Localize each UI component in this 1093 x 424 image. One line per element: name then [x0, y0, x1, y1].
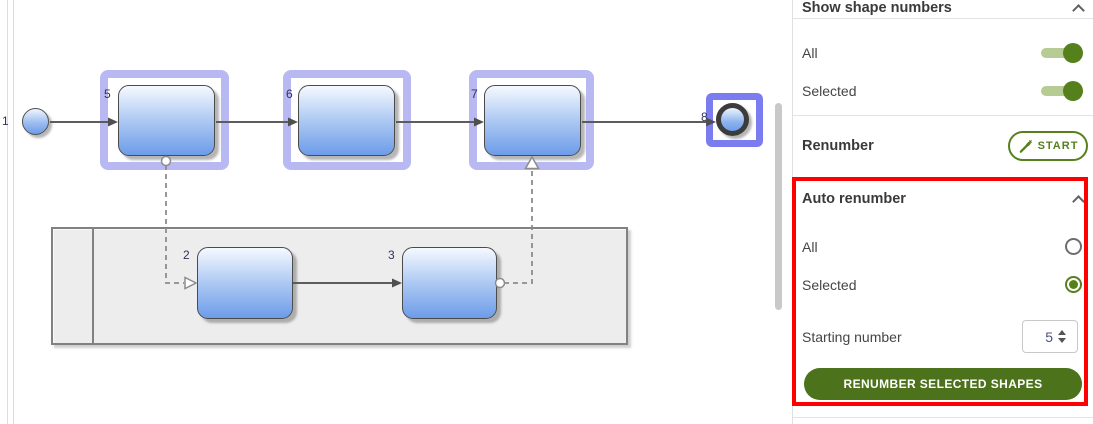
shape-number-label: 1	[2, 114, 9, 128]
vertical-scrollbar[interactable]	[775, 103, 782, 310]
end-event-shape[interactable]	[716, 103, 749, 136]
canvas-page-edge-line	[13, 0, 14, 424]
toggle-all[interactable]	[1041, 43, 1083, 63]
number-stepper[interactable]	[1058, 330, 1066, 343]
starting-number-field	[1022, 320, 1078, 353]
radio-selected[interactable]	[1065, 276, 1082, 293]
shape-number-label: 5	[104, 87, 111, 101]
shape-number-label: 3	[388, 248, 395, 262]
divider	[793, 18, 1093, 19]
section-title-show-shape-numbers: Show shape numbers	[802, 0, 952, 16]
start-button-label: START	[1037, 140, 1079, 152]
connector-7-to-end[interactable]	[582, 117, 716, 127]
diagram-canvas[interactable]: 1 5 6 7 8 2 3	[0, 0, 792, 424]
shape-number-label: 7	[471, 87, 478, 101]
renumber-label: Renumber	[802, 138, 874, 154]
starting-number-label: Starting number	[802, 329, 902, 345]
radio-selected-label: Selected	[802, 277, 857, 293]
toggle-all-label: All	[802, 45, 818, 61]
radio-all[interactable]	[1065, 238, 1082, 255]
chevron-up-icon[interactable]	[1072, 4, 1085, 17]
toggle-knob	[1063, 43, 1083, 63]
task-shape-7[interactable]	[484, 85, 581, 156]
start-event-shape[interactable]	[22, 108, 49, 135]
task-shape-5[interactable]	[118, 85, 215, 156]
toggle-selected-label: Selected	[802, 83, 857, 99]
renumber-selected-shapes-button[interactable]: RENUMBER SELECTED SHAPES	[804, 368, 1082, 400]
toggle-selected[interactable]	[1041, 81, 1083, 101]
task-shape-3[interactable]	[402, 247, 497, 319]
task-shape-6[interactable]	[298, 85, 395, 156]
pool-container[interactable]	[51, 227, 628, 345]
task-shape-2[interactable]	[197, 247, 293, 319]
shape-numbers-panel: Show shape numbers All Selected Renumber…	[792, 0, 1093, 424]
section-title-auto-renumber: Auto renumber	[802, 191, 906, 207]
pool-lane-divider	[92, 229, 94, 343]
shape-number-label: 8	[701, 110, 708, 124]
selection-highlight-shape-6	[283, 70, 411, 170]
shape-number-label: 2	[183, 248, 190, 262]
toggle-knob	[1063, 81, 1083, 101]
canvas-page-edge-line	[7, 0, 8, 424]
divider	[793, 115, 1093, 116]
triangle-up-icon[interactable]	[1058, 330, 1066, 335]
divider	[793, 417, 1093, 418]
radio-all-label: All	[802, 239, 818, 255]
triangle-down-icon[interactable]	[1058, 338, 1066, 343]
start-renumber-button[interactable]: START	[1008, 131, 1088, 161]
wand-icon	[1019, 139, 1032, 153]
starting-number-input[interactable]	[1023, 328, 1053, 345]
chevron-up-icon[interactable]	[1072, 195, 1085, 208]
shape-number-label: 6	[286, 87, 293, 101]
